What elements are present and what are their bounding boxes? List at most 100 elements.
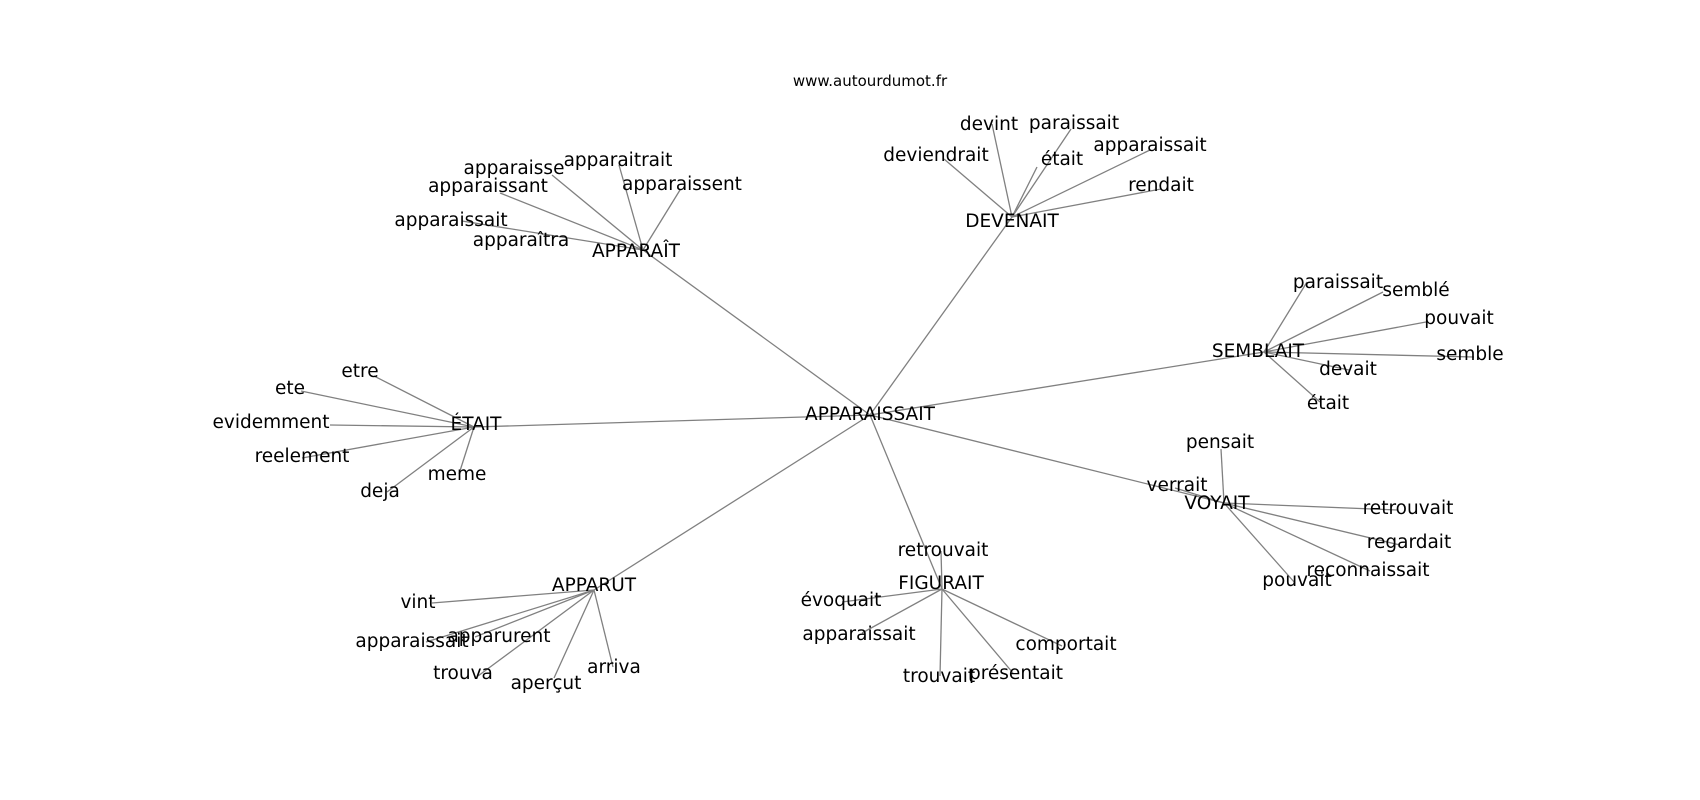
- hub-word-apparut[interactable]: APPARUT: [552, 575, 637, 596]
- edge-etait-deja: [386, 426, 475, 493]
- edge-voyait-pensait: [1220, 448, 1225, 504]
- edge-apparait-apparaissait: [461, 220, 644, 251]
- leaf-word-regardait[interactable]: regardait: [1367, 532, 1451, 553]
- hub-word-devenait[interactable]: DEVENAIT: [965, 211, 1059, 232]
- hub-word-apparait[interactable]: APPARAÎT: [592, 240, 681, 262]
- leaf-word-presentait[interactable]: présentait: [969, 663, 1063, 684]
- leaf-word-verrait[interactable]: verrait: [1147, 475, 1208, 496]
- leaf-word-apparaissait[interactable]: apparaissait: [394, 210, 507, 231]
- edge-voyait-pouvait: [1223, 502, 1296, 584]
- leaf-word-reelement[interactable]: reelement: [255, 446, 350, 467]
- leaf-word-evidemment[interactable]: evidemment: [213, 412, 330, 433]
- leaf-word-paraissait[interactable]: paraissait: [1029, 113, 1119, 134]
- leaf-word-evoquait[interactable]: évoquait: [801, 590, 882, 611]
- edge-apparut-apercut: [553, 589, 595, 679]
- leaf-word-apparaitra[interactable]: apparaîtra: [473, 230, 569, 251]
- edge-root-semblait: [869, 351, 1265, 416]
- leaf-word-ete[interactable]: ete: [275, 378, 305, 399]
- edge-semblait-etait: [1263, 351, 1321, 403]
- edge-voyait-reconnaissait: [1223, 502, 1371, 572]
- edge-devenait-devint: [991, 123, 1013, 218]
- graph-labels: APPARAISSAITAPPARAÎTapparaitraitapparais…: [213, 113, 1504, 694]
- leaf-word-etait[interactable]: était: [1041, 149, 1083, 170]
- edge-figurait-comportait: [941, 588, 1063, 647]
- leaf-word-pensait[interactable]: pensait: [1186, 432, 1254, 453]
- leaf-word-devait[interactable]: devait: [1319, 359, 1377, 380]
- leaf-word-apparaissant[interactable]: apparaissant: [428, 176, 548, 197]
- edge-semblait-devait: [1263, 351, 1350, 371]
- edge-figurait-evoquait: [841, 588, 943, 603]
- leaf-word-etre[interactable]: etre: [341, 361, 378, 382]
- leaf-word-apparaissent[interactable]: apparaissent: [622, 174, 742, 195]
- leaf-word-apparurent[interactable]: apparurent: [447, 626, 550, 647]
- edge-semblait-semble: [1263, 291, 1384, 353]
- edge-apparait-apparaisse: [551, 174, 644, 251]
- edge-figurait-presentait: [941, 588, 1014, 674]
- edge-voyait-regardait: [1223, 502, 1401, 546]
- leaf-word-meme[interactable]: meme: [428, 464, 487, 485]
- edge-semblait-pouvait: [1263, 321, 1427, 353]
- leaf-word-apparaitrait[interactable]: apparaitrait: [564, 150, 673, 171]
- root-word-apparaissait[interactable]: APPARAISSAIT: [805, 404, 936, 425]
- leaf-word-devint[interactable]: devint: [960, 114, 1018, 135]
- hub-word-etait[interactable]: ÉTAIT: [451, 413, 503, 435]
- edge-devenait-rendait: [1011, 188, 1162, 218]
- leaf-word-apparaissait[interactable]: apparaissait: [355, 631, 468, 652]
- leaf-word-reconnaissait[interactable]: reconnaissait: [1306, 560, 1429, 581]
- edge-figurait-retrouvait: [940, 550, 943, 590]
- graph-edges: [300, 123, 1475, 679]
- leaf-word-pouvait[interactable]: pouvait: [1424, 308, 1493, 329]
- leaf-word-semble[interactable]: semble: [1436, 344, 1503, 365]
- leaf-word-pouvait[interactable]: pouvait: [1262, 570, 1331, 591]
- hub-word-semblait[interactable]: SEMBLAIT: [1212, 341, 1305, 362]
- hub-word-voyait[interactable]: VOYAIT: [1184, 493, 1250, 514]
- edge-root-apparait: [642, 249, 871, 416]
- leaf-word-trouva[interactable]: trouva: [433, 663, 493, 684]
- leaf-word-apparaisse[interactable]: apparaisse: [464, 158, 565, 179]
- edge-etait-reelement: [301, 426, 475, 459]
- edge-root-figurait: [869, 414, 943, 590]
- leaf-word-trouvait[interactable]: trouvait: [903, 666, 975, 687]
- edge-etait-meme: [458, 426, 475, 475]
- edge-figurait-trouvait: [939, 588, 943, 677]
- leaf-word-apparaissait[interactable]: apparaissait: [802, 624, 915, 645]
- edge-apparait-apparaitrait: [618, 164, 644, 251]
- edge-root-apparut: [593, 414, 871, 591]
- edge-apparut-apparurent: [474, 589, 595, 638]
- edge-semblait-semble: [1263, 351, 1475, 358]
- leaf-word-deja[interactable]: deja: [360, 481, 400, 502]
- leaf-word-retrouvait[interactable]: retrouvait: [1363, 498, 1454, 519]
- leaf-word-rendait[interactable]: rendait: [1128, 175, 1194, 196]
- edge-devenait-etait: [1011, 166, 1038, 218]
- edge-apparut-arriva: [593, 589, 614, 668]
- edge-devenait-deviendrait: [943, 158, 1013, 218]
- edge-apparait-apparaissant: [499, 192, 644, 251]
- leaf-word-comportait[interactable]: comportait: [1015, 634, 1116, 655]
- leaf-word-retrouvait[interactable]: retrouvait: [898, 540, 989, 561]
- leaf-word-apercut[interactable]: aperçut: [511, 673, 582, 694]
- site-url: www.autourdumot.fr: [792, 72, 948, 90]
- edge-voyait-verrait: [1174, 487, 1225, 504]
- leaf-word-apparaissait[interactable]: apparaissait: [1093, 135, 1206, 156]
- leaf-word-paraissait[interactable]: paraissait: [1293, 272, 1383, 293]
- edge-apparut-vint: [431, 589, 595, 604]
- edge-semblait-paraissait: [1263, 281, 1308, 353]
- edge-root-devenait: [869, 216, 1013, 416]
- leaf-word-etait[interactable]: était: [1307, 393, 1349, 414]
- edge-devenait-paraissait: [1011, 128, 1072, 218]
- leaf-word-vint[interactable]: vint: [400, 592, 435, 613]
- leaf-word-arriva[interactable]: arriva: [587, 657, 641, 678]
- edge-voyait-retrouvait: [1223, 502, 1398, 511]
- edge-etait-evidemment: [329, 424, 475, 428]
- edge-root-etait: [473, 414, 871, 428]
- leaf-word-deviendrait[interactable]: deviendrait: [883, 145, 988, 166]
- edge-figurait-apparaissait: [861, 588, 943, 634]
- leaf-word-semble[interactable]: semblé: [1382, 280, 1449, 301]
- edge-etait-etre: [373, 375, 475, 428]
- edge-root-voyait: [869, 414, 1225, 504]
- edge-apparait-apparaissent: [642, 189, 681, 251]
- edge-apparut-apparaissait: [425, 589, 595, 643]
- edge-apparut-trouva: [477, 589, 595, 677]
- hub-word-figurait[interactable]: FIGURAIT: [898, 573, 984, 594]
